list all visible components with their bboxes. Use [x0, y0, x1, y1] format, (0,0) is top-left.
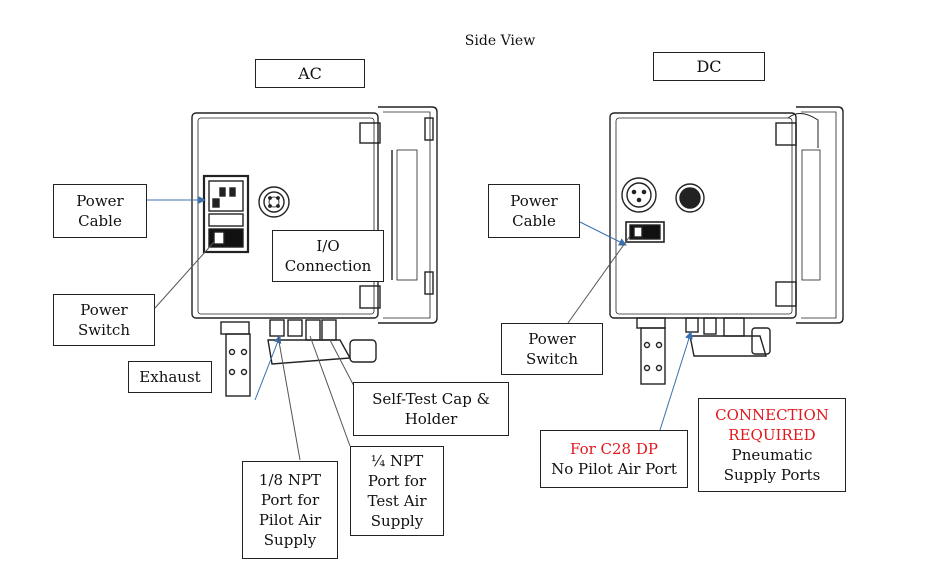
dc-header: DC — [653, 52, 765, 81]
dc-c28-note-line-2: No Pilot Air Port — [551, 460, 677, 478]
ac-npt-eighth-line-1: 1/8 NPT — [258, 471, 322, 489]
ac-npt-quarter-label: ¼ NPT Port for Test Air Supply — [350, 446, 444, 536]
ac-power-cable-line-2: Cable — [78, 212, 122, 230]
dc-connection-required-line-2: REQUIRED — [728, 426, 816, 444]
dc-connection-required-line-1: CONNECTION — [715, 406, 829, 424]
dc-connection-required-line-4: Supply Ports — [723, 466, 821, 484]
ac-npt-eighth-line-2: Port for — [260, 491, 320, 509]
ac-self-test-line-2: Holder — [404, 410, 458, 428]
dc-connection-required-label: CONNECTION REQUIRED Pneumatic Supply Por… — [698, 398, 846, 492]
page-title: Side View — [464, 33, 536, 49]
dc-connection-required-line-3: Pneumatic — [731, 446, 813, 464]
ac-io-line-1: I/O — [316, 237, 340, 255]
ac-io-connection-label: I/O Connection — [272, 230, 384, 282]
ac-self-test-label: Self-Test Cap & Holder — [353, 382, 509, 436]
leader-lines — [147, 196, 693, 461]
dc-power-switch-label: Power Switch — [501, 323, 603, 375]
ac-npt-eighth-line-3: Pilot Air — [258, 511, 322, 529]
ac-power-switch-line-1: Power — [80, 301, 128, 319]
ac-header: AC — [255, 59, 365, 88]
ac-power-switch-label: Power Switch — [53, 294, 155, 346]
ac-npt-quarter-line-2: Port for — [367, 472, 427, 490]
ac-npt-quarter-line-1: ¼ NPT — [370, 452, 424, 470]
ac-header-text: AC — [298, 63, 322, 83]
ac-exhaust-text: Exhaust — [139, 368, 201, 386]
ac-self-test-line-1: Self-Test Cap & — [372, 390, 490, 408]
dc-c28-note-label: For C28 DP No Pilot Air Port — [540, 430, 688, 488]
dc-enclosure — [609, 106, 844, 385]
ac-power-cable-line-1: Power — [76, 192, 124, 210]
ac-io-line-2: Connection — [284, 257, 372, 275]
ac-npt-quarter-line-4: Supply — [370, 512, 424, 530]
dc-power-cable-line-1: Power — [510, 192, 558, 210]
ac-exhaust-label: Exhaust — [128, 361, 212, 393]
ac-npt-eighth-line-4: Supply — [263, 531, 317, 549]
ac-npt-eighth-label: 1/8 NPT Port for Pilot Air Supply — [242, 461, 338, 559]
ac-power-switch-line-2: Switch — [77, 321, 130, 339]
dc-power-cable-line-2: Cable — [512, 212, 556, 230]
dc-header-text: DC — [696, 56, 722, 76]
dc-c28-note-line-1: For C28 DP — [569, 440, 658, 458]
dc-power-cable-label: Power Cable — [488, 184, 580, 238]
ac-power-cable-label: Power Cable — [53, 184, 147, 238]
dc-power-switch-line-1: Power — [528, 330, 576, 348]
ac-npt-quarter-line-3: Test Air — [367, 492, 427, 510]
ac-enclosure — [191, 106, 438, 397]
dc-power-switch-line-2: Switch — [525, 350, 578, 368]
